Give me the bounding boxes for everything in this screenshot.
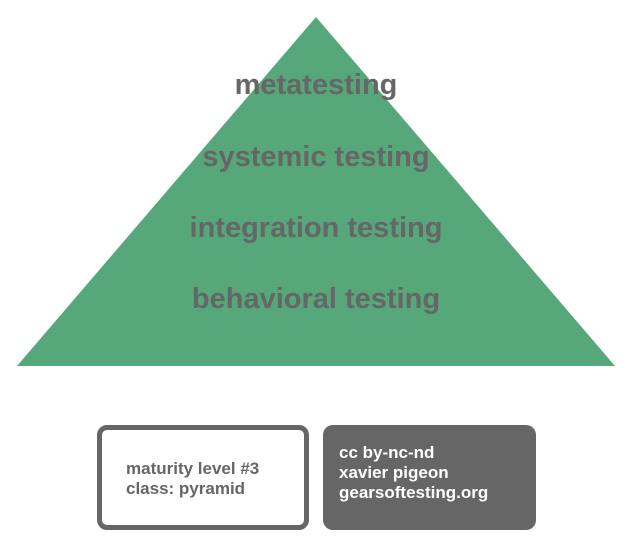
license-info-box: cc by-nc-nd xavier pigeon gearsoftesting… (323, 425, 536, 530)
class-text: class: pyramid (126, 479, 246, 498)
maturity-level-text: maturity level #3 (126, 459, 260, 478)
pyramid-layer-metatesting: metatesting (234, 69, 398, 101)
pyramid-layer-integration-testing: integration testing (189, 212, 443, 244)
license-text: cc by-nc-nd (339, 443, 435, 462)
author-text: xavier pigeon (339, 463, 449, 482)
maturity-info-box: maturity level #3 class: pyramid (97, 425, 309, 530)
website-text: gearsoftesting.org (339, 483, 489, 502)
pyramid-layer-behavioral-testing: behavioral testing (191, 283, 441, 315)
pyramid-layer-systemic-testing: systemic testing (202, 141, 430, 173)
pyramid-shape (17, 17, 615, 366)
pyramid-triangle (17, 17, 615, 366)
